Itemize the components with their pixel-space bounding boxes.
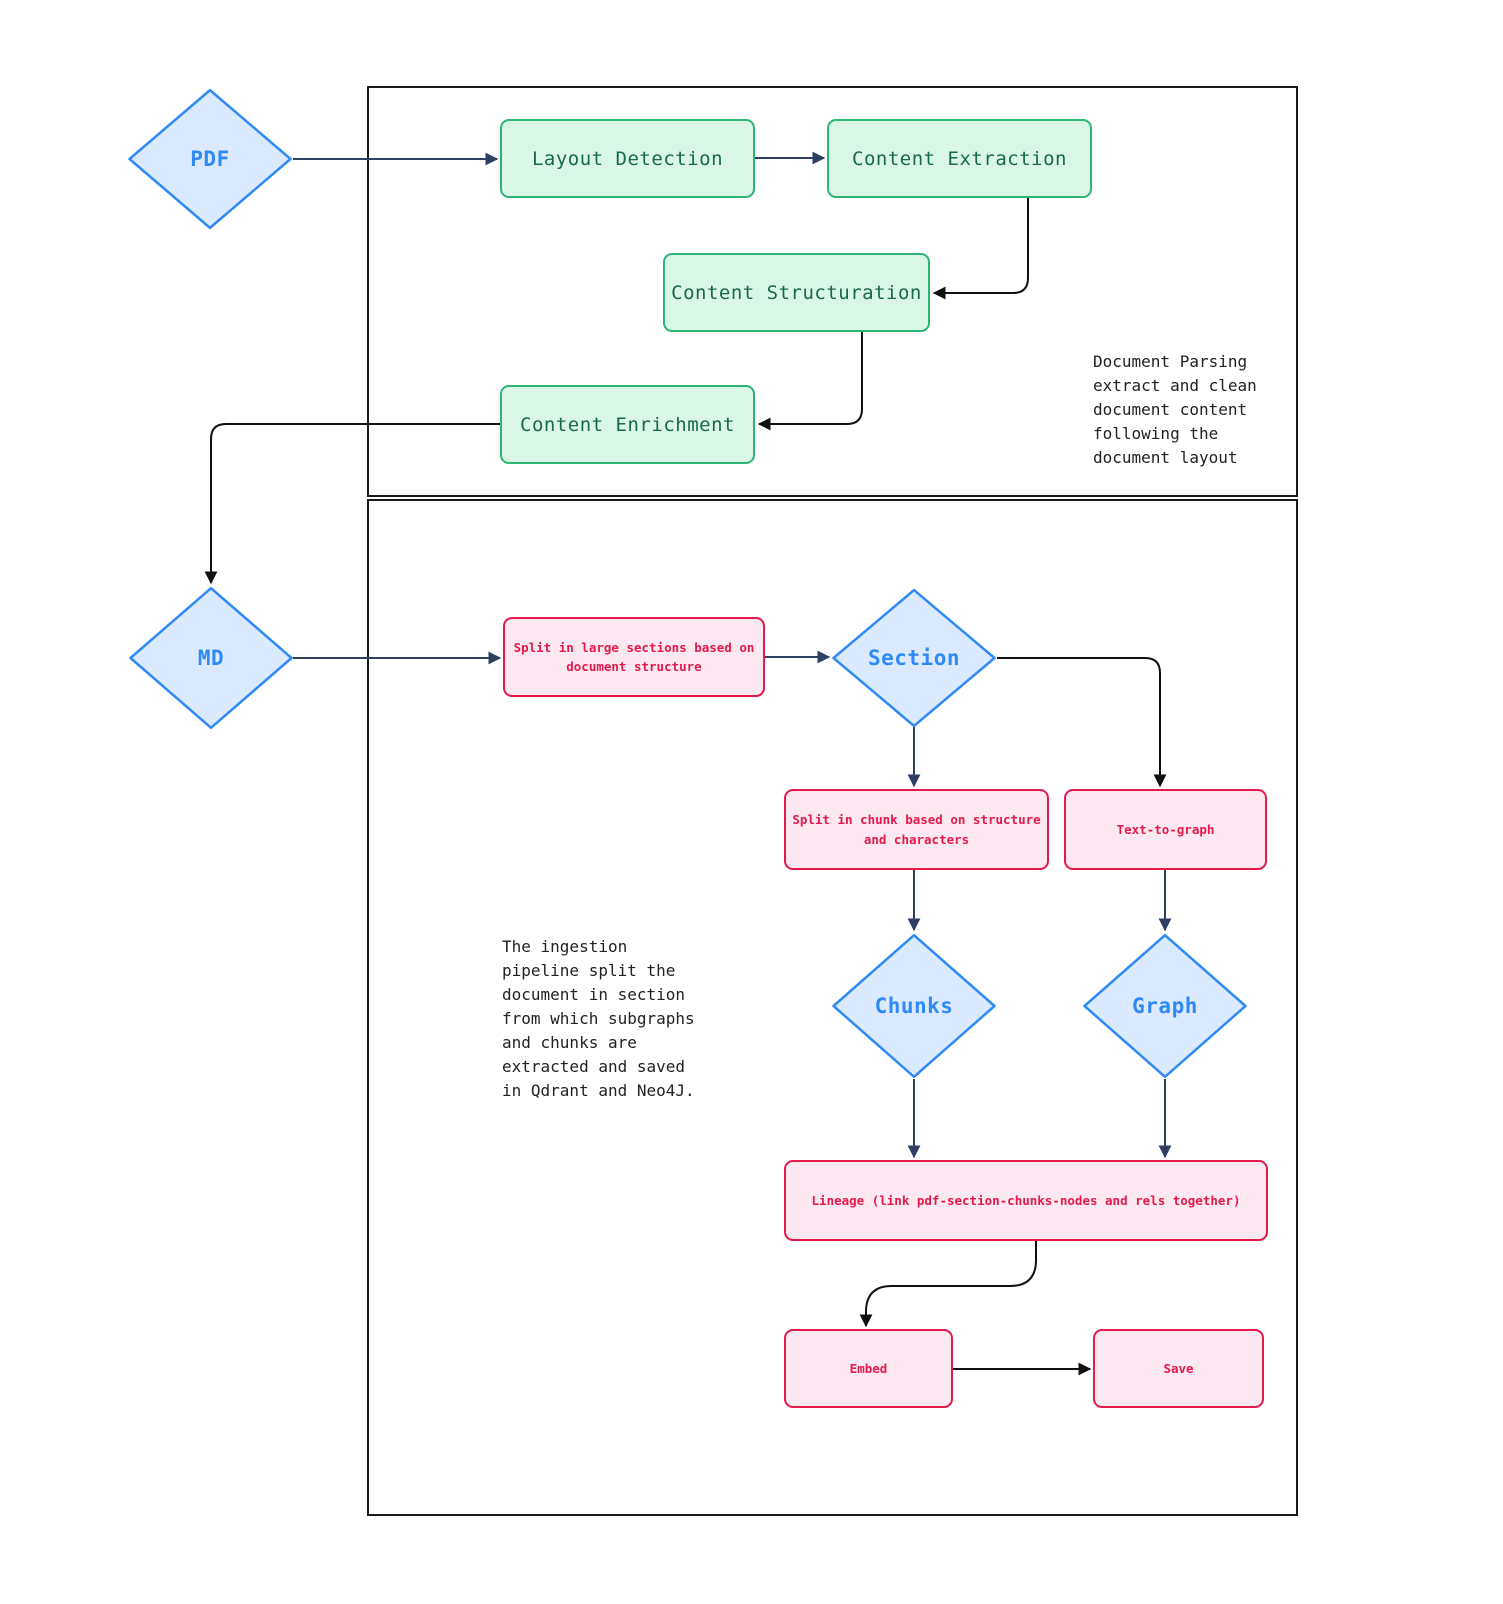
node-pdf-label: PDF (190, 147, 230, 171)
node-split-chunk: Split in chunk based on structure and ch… (784, 789, 1049, 870)
node-section: Section (831, 588, 997, 728)
node-split-sections: Split in large sections based on documen… (503, 617, 765, 697)
ingestion-pipeline-note: The ingestion pipeline split the documen… (502, 937, 695, 1100)
node-graph: Graph (1082, 933, 1248, 1079)
diamond-shape (127, 88, 293, 230)
arrow-lineage-to-embed (859, 1241, 1037, 1328)
node-content-structuration: Content Structuration (663, 253, 930, 332)
arrow-content-extraction-to-content-structuration (932, 198, 1029, 300)
node-pdf: PDF (127, 88, 293, 230)
node-content-structuration-label: Content Structuration (671, 281, 922, 304)
diamond-shape (831, 588, 997, 728)
node-embed-label: Embed (849, 1360, 888, 1376)
node-chunks: Chunks (831, 933, 997, 1079)
node-content-enrichment: Content Enrichment (500, 385, 755, 464)
node-chunks-label: Chunks (874, 994, 954, 1018)
arrow-content-enrichment-to-md (204, 423, 500, 585)
node-content-extraction-label: Content Extraction (852, 147, 1067, 170)
node-content-extraction: Content Extraction (827, 119, 1092, 198)
node-layout-detection: Layout Detection (500, 119, 755, 198)
node-graph-label: Graph (1132, 994, 1198, 1018)
node-lineage-label: Lineage (link pdf-section-chunks-nodes a… (811, 1192, 1241, 1208)
node-content-enrichment-label: Content Enrichment (520, 413, 735, 436)
node-section-label: Section (867, 646, 960, 670)
node-md-label: MD (197, 646, 225, 670)
node-embed: Embed (784, 1329, 953, 1408)
node-split-sections-label: Split in large sections based on documen… (513, 639, 755, 674)
node-lineage: Lineage (link pdf-section-chunks-nodes a… (784, 1160, 1268, 1241)
node-layout-detection-label: Layout Detection (531, 147, 724, 170)
arrow-section-to-text-to-graph (997, 657, 1167, 788)
diamond-shape (1082, 933, 1248, 1079)
arrow-content-structuration-to-content-enrichment (757, 332, 863, 431)
diamond-shape (831, 933, 997, 1079)
node-text-to-graph: Text-to-graph (1064, 789, 1267, 870)
diamond-shape (128, 586, 294, 730)
node-save: Save (1093, 1329, 1264, 1408)
document-parsing-note: Document Parsing extract and clean docum… (1093, 352, 1257, 467)
node-save-label: Save (1163, 1360, 1194, 1376)
node-split-chunk-label: Split in chunk based on structure and ch… (792, 812, 1041, 847)
node-text-to-graph-label: Text-to-graph (1116, 821, 1215, 837)
node-md: MD (128, 586, 294, 730)
